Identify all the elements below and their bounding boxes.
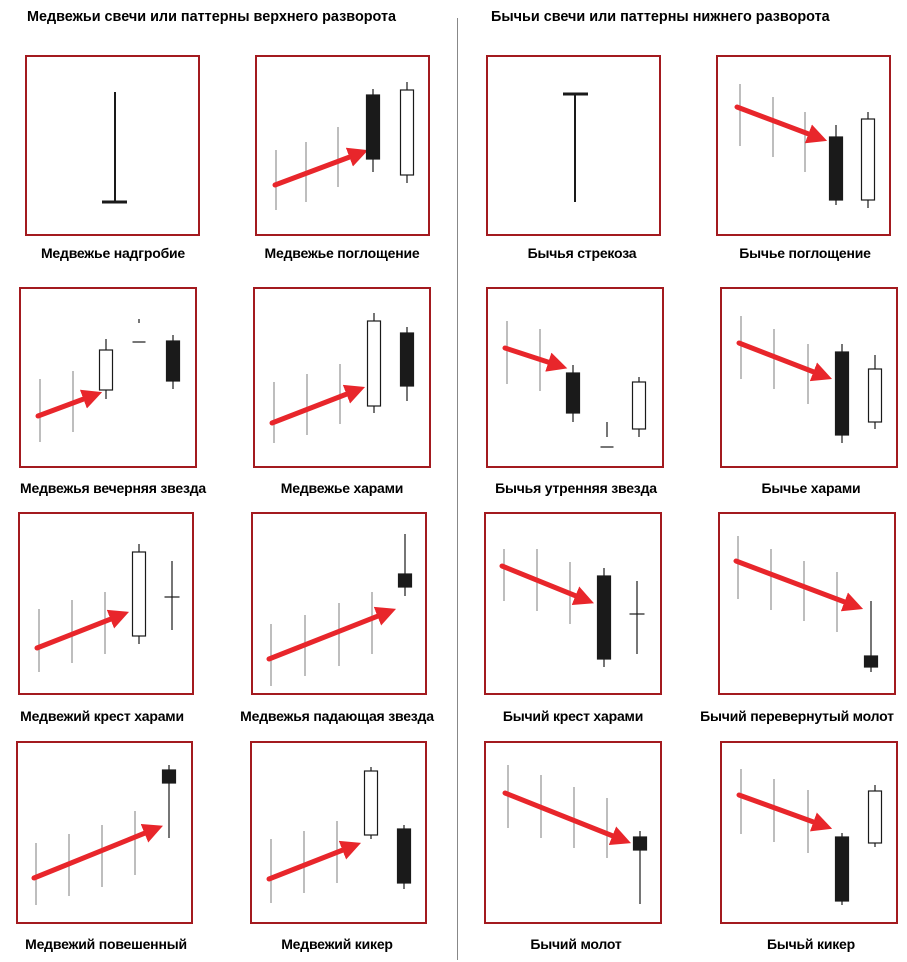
pattern-card-bearish-hanging-man: [16, 741, 193, 924]
candle-body-hollow: [98, 349, 114, 391]
candle-body-filled: [399, 332, 415, 387]
heading-left: Медвежьи свечи или паттерны верхнего раз…: [27, 8, 397, 25]
trend-arrow: [272, 147, 369, 188]
candlestick-diagram: [502, 321, 647, 448]
trend-arrow: [31, 823, 163, 881]
pattern-card-bearish-evening-star: [19, 287, 197, 468]
trend-arrow: [736, 340, 833, 382]
candlestick-diagram: [269, 313, 415, 443]
trend-arrow: [734, 104, 828, 144]
trend-arrow: [269, 384, 366, 426]
pattern-card-bearish-gravestone: [25, 55, 200, 236]
pattern-label-bearish-harami: Медвежье харами: [280, 480, 404, 496]
candle-body-hollow: [366, 320, 382, 407]
candlestick-diagram: [736, 316, 883, 443]
candlestick-diagram: [734, 84, 876, 208]
candle-body-hollow: [399, 89, 415, 176]
candlestick-diagram: [35, 319, 181, 442]
pattern-card-bullish-harami-cross: [484, 512, 662, 695]
column-divider: [457, 18, 458, 960]
pattern-label-bullish-hammer: Бычий молот: [530, 936, 622, 952]
candle-body-filled: [565, 372, 581, 414]
candlestick-diagram: [502, 765, 648, 904]
candlestick-diagram: [266, 767, 412, 903]
candle-body-filled: [165, 340, 181, 382]
candlestick-diagram: [266, 534, 413, 686]
trend-arrow: [499, 563, 594, 606]
candle-body-filled: [161, 769, 177, 784]
trend-arrow: [266, 840, 362, 882]
pattern-label-bearish-kicker: Медвежий кикер: [281, 936, 393, 952]
pattern-label-bearish-evening-star: Медвежья вечерняя звезда: [20, 480, 206, 496]
pattern-card-bullish-hammer: [484, 741, 662, 924]
pattern-label-bearish-shooting-star: Медвежья падающая звезда: [240, 708, 434, 724]
candle-body-filled: [834, 836, 850, 902]
candle-body-hollow: [860, 118, 876, 201]
pattern-label-bearish-harami-cross: Медвежий крест харами: [20, 708, 184, 724]
trend-arrow: [502, 345, 568, 372]
pattern-card-bullish-kicker: [720, 741, 898, 924]
candle-body-filled: [863, 655, 879, 668]
pattern-card-bullish-inverted-hammer: [718, 512, 896, 695]
pattern-card-bearish-engulfing: [255, 55, 430, 236]
candlestick-diagram: [34, 544, 180, 672]
candle-body-filled: [397, 573, 413, 588]
candle-body-hollow: [867, 790, 883, 844]
trend-arrow: [34, 609, 130, 651]
candle-body-hollow: [131, 551, 147, 637]
candlestick-diagram: [736, 769, 883, 905]
candle-body-filled: [632, 836, 648, 851]
candle-body-hollow: [631, 381, 647, 430]
candle-body-filled: [365, 94, 381, 160]
pattern-card-bullish-dragonfly: [486, 55, 661, 236]
candle-body-hollow: [363, 770, 379, 836]
pattern-label-bearish-hanging-man: Медвежий повешенный: [25, 936, 187, 952]
pattern-card-bearish-harami-cross: [18, 512, 194, 695]
trend-arrow: [35, 389, 103, 419]
pattern-label-bullish-morning-star: Бычья утренняя звезда: [495, 480, 657, 496]
pattern-card-bullish-engulfing: [716, 55, 891, 236]
trend-arrow: [733, 558, 864, 612]
pattern-label-bearish-engulfing: Медвежье поглощение: [264, 245, 420, 261]
candle-body-filled: [596, 575, 612, 660]
candle-body-filled: [828, 136, 844, 201]
pattern-card-bearish-harami: [253, 287, 431, 468]
candlestick-diagram: [272, 82, 415, 210]
candlestick-diagram: [563, 92, 588, 202]
heading-right: Бычьи свечи или паттерны нижнего разворо…: [491, 8, 830, 25]
pattern-card-bearish-shooting-star: [251, 512, 427, 695]
candle-body-filled: [396, 828, 412, 884]
candle-body-filled: [834, 351, 850, 436]
candlestick-diagram: [499, 549, 645, 667]
pattern-label-bullish-kicker: Бычьй кикер: [766, 936, 855, 952]
pattern-card-bearish-kicker: [250, 741, 427, 924]
pattern-label-bearish-gravestone: Медвежье надгробие: [40, 245, 186, 261]
pattern-label-bullish-harami-cross: Бычий крест харами: [502, 708, 644, 724]
trend-arrow: [502, 790, 632, 846]
pattern-label-bullish-engulfing: Бычье поглощение: [739, 245, 871, 261]
candlestick-diagram: [733, 536, 879, 672]
pattern-label-bullish-harami: Бычье харами: [761, 480, 861, 496]
candle-body-hollow: [867, 368, 883, 423]
trend-arrow: [736, 792, 833, 832]
pattern-label-bullish-dragonfly: Бычья стрекоза: [527, 245, 637, 261]
candlestick-diagram: [31, 765, 177, 905]
pattern-card-bullish-morning-star: [486, 287, 664, 468]
pattern-card-bullish-harami: [720, 287, 898, 468]
trend-arrow: [266, 606, 397, 662]
candlestick-diagram: [102, 92, 127, 204]
pattern-label-bullish-inverted-hammer: Бычий перевернутый молот: [700, 708, 894, 724]
